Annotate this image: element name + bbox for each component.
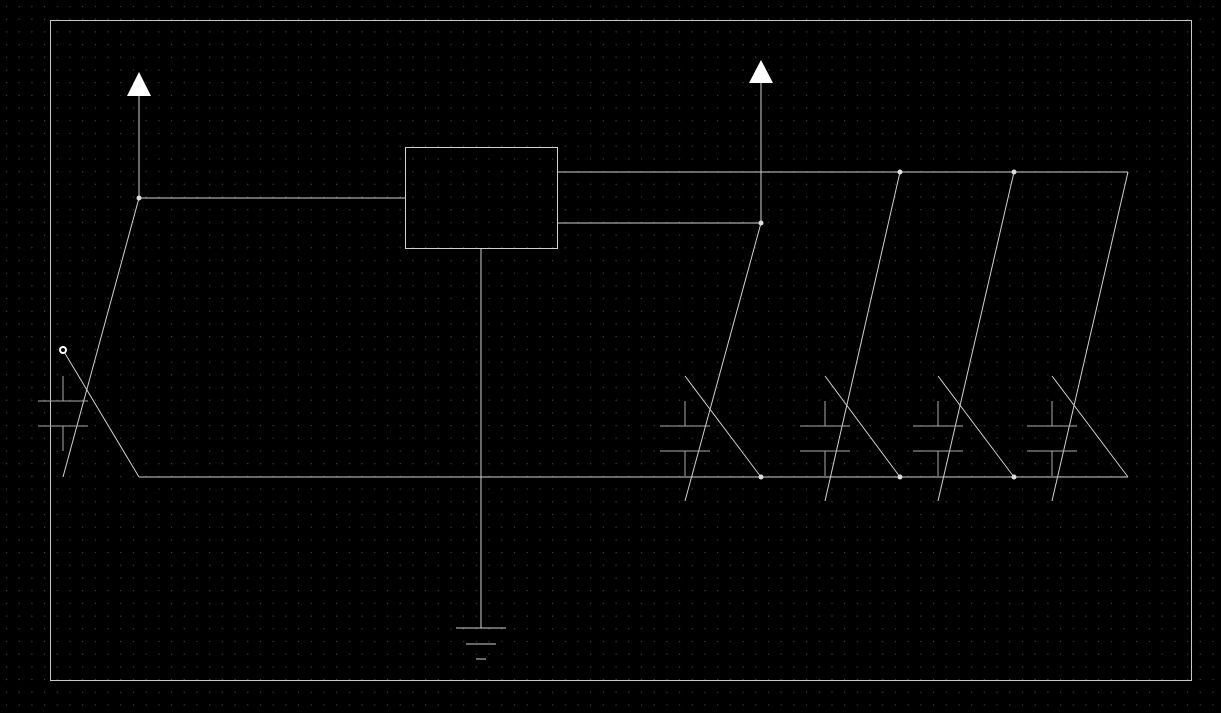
power-arrow-icon[interactable] bbox=[749, 60, 773, 83]
capacitor-icon[interactable] bbox=[913, 401, 963, 476]
sheet-border bbox=[50, 20, 1192, 681]
capacitor-icon[interactable] bbox=[660, 401, 710, 476]
capacitor-icon[interactable] bbox=[38, 376, 88, 451]
ground-icon[interactable] bbox=[456, 627, 506, 660]
capacitor-icon[interactable] bbox=[800, 401, 850, 476]
junction-dot-icon bbox=[136, 169, 1017, 480]
power-arrow-icon[interactable] bbox=[127, 72, 151, 96]
capacitor-icon[interactable] bbox=[1027, 401, 1077, 476]
wires[interactable] bbox=[62, 83, 1129, 628]
selected-pin-icon[interactable] bbox=[59, 346, 67, 354]
